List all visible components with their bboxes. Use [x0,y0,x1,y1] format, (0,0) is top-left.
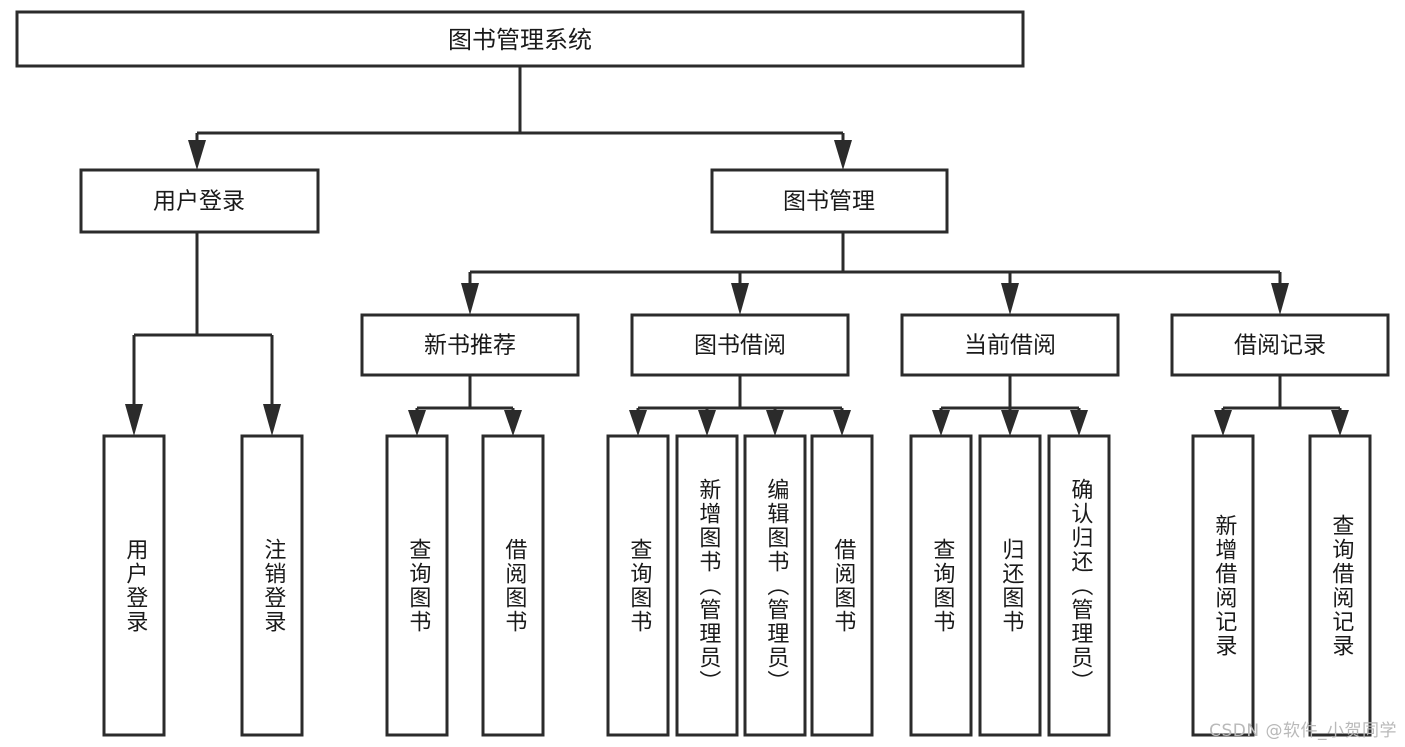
connector-group-borrow-record [1214,375,1349,436]
node-new-book-recommend[interactable]: 新书推荐 [360,313,580,377]
arrow-head-book-management [834,140,852,170]
arrow-head-leaf-borrow-book-2 [833,410,851,436]
arrow-head-leaf-add-record [1214,410,1232,436]
connector-group-new-book-recommend [408,375,522,436]
arrow-head-borrow-record [1271,283,1289,315]
arrow-head-leaf-return-book [1001,410,1019,436]
node-current-borrow-rect[interactable] [900,313,1120,377]
connector-group-book-borrow [629,375,851,436]
node-leaf-add-book-rect[interactable] [675,434,739,737]
arrow-head-leaf-query-book-1 [408,410,426,436]
node-new-book-recommend-rect[interactable] [360,313,580,377]
node-leaf-query-book-2-rect[interactable] [606,434,670,737]
arrow-head-leaf-edit-book [766,410,784,436]
node-root-rect[interactable] [15,10,1025,68]
arrow-head-leaf-query-book-3 [932,410,950,436]
arrow-head-leaf-borrow-book-1 [504,410,522,436]
connector-group-root [188,66,852,170]
node-root-label: 图书管理系统 [448,26,592,54]
node-leaf-logout-rect[interactable] [240,434,304,737]
node-user-login[interactable]: 用户登录 [79,168,320,234]
arrow-head-book-borrow [731,283,749,315]
node-leaf-query-book-1-rect[interactable] [385,434,449,737]
arrow-head-leaf-user-login [125,404,143,436]
connector-group-current-borrow [932,375,1088,436]
node-user-login-label: 用户登录 [153,189,245,215]
node-borrow-record-label: 借阅记录 [1234,333,1326,359]
node-current-borrow-label: 当前借阅 [964,333,1056,359]
node-new-book-recommend-label: 新书推荐 [424,333,516,359]
node-book-management[interactable]: 图书管理 [710,168,949,234]
node-leaf-query-book-3-rect[interactable] [909,434,973,737]
node-book-borrow[interactable]: 图书借阅 [630,313,850,377]
node-book-management-label: 图书管理 [783,189,875,215]
node-leaf-borrow-book-2-rect[interactable] [810,434,874,737]
node-leaf-borrow-book-1-rect[interactable] [481,434,545,737]
arrow-head-leaf-query-record [1331,410,1349,436]
connector-group-book-management [461,232,1289,315]
node-leaf-add-record-rect[interactable] [1191,434,1255,737]
arrow-head-leaf-query-book-2 [629,410,647,436]
node-book-borrow-label: 图书借阅 [694,333,786,359]
node-leaf-query-record-rect[interactable] [1308,434,1372,737]
node-current-borrow[interactable]: 当前借阅 [900,313,1120,377]
connector-group-user-login [125,232,281,436]
node-root[interactable]: 图书管理系统 [15,10,1025,68]
arrow-head-new-book-recommend [461,283,479,315]
arrow-head-leaf-confirm-return [1070,410,1088,436]
node-borrow-record[interactable]: 借阅记录 [1170,313,1390,377]
arrow-head-leaf-add-book [698,410,716,436]
node-leaf-return-book-rect[interactable] [978,434,1042,737]
node-book-borrow-rect[interactable] [630,313,850,377]
arrow-head-current-borrow [1001,283,1019,315]
node-user-login-rect[interactable] [79,168,320,234]
arrow-head-user-login [188,140,206,170]
node-borrow-record-rect[interactable] [1170,313,1390,377]
node-leaf-confirm-return-rect[interactable] [1047,434,1111,737]
node-leaf-user-login-rect[interactable] [102,434,166,737]
node-book-management-rect[interactable] [710,168,949,234]
node-leaf-edit-book-rect[interactable] [743,434,807,737]
arrow-head-leaf-logout [263,404,281,436]
